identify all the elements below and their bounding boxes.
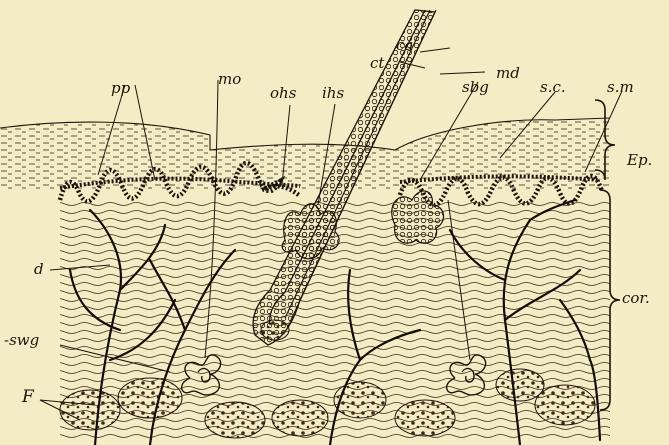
label-md: md [496,64,520,82]
label-sbg: sbg [462,78,489,96]
label-cor: cor. [622,289,650,307]
label-ihs: ihs [322,84,344,102]
label-ohs: ohs [270,84,297,102]
label-pp: pp [111,79,131,97]
label-sc: s.c. [540,78,566,96]
label-F: F [21,387,35,407]
label-sm: s.m [607,78,634,96]
label-ca: ca [396,36,413,54]
label-mo: mo [218,70,241,88]
label-d: d [34,260,44,278]
label-swg: -swg [4,331,39,349]
label-ep: Ep. [626,151,652,169]
label-ct: ct [370,54,385,72]
